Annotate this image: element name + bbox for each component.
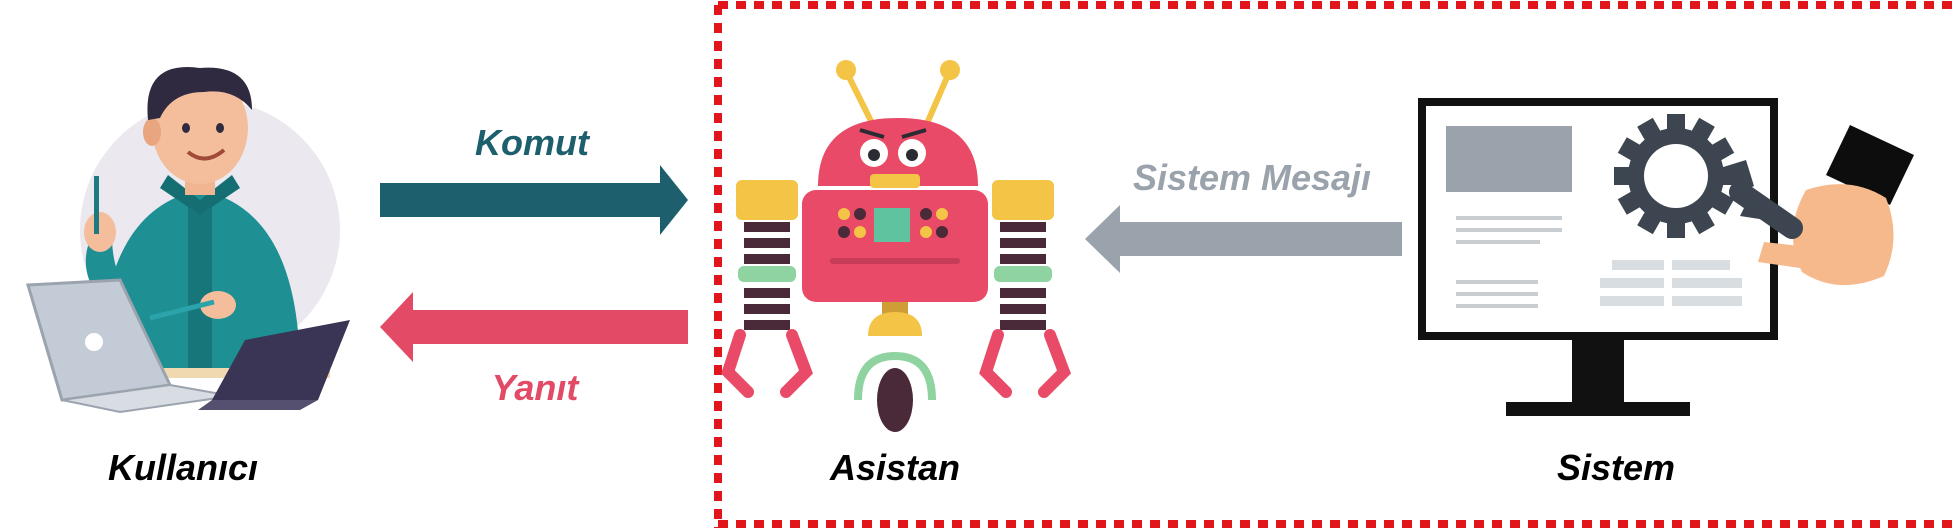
node-label-system: Sistem [1557,447,1675,488]
arrow-label-system-message: Sistem Mesajı [1133,157,1371,198]
robot-illustration [721,60,1071,432]
node-label-assistant: Asistan [829,447,960,488]
arrow-label-response: Yanıt [492,367,581,408]
response-arrow [380,292,688,362]
laptop-dark-icon [198,320,350,410]
boundary-frame [714,1,1956,528]
command-arrow [380,165,688,235]
monitor-illustration [1418,98,1778,416]
gear-icon [1614,114,1738,238]
node-label-user: Kullanıcı [108,447,258,488]
wrench-hand-icon [1720,125,1914,286]
system-message-arrow [1085,205,1402,273]
user-illustration [26,67,350,414]
arrow-label-command: Komut [475,122,591,163]
